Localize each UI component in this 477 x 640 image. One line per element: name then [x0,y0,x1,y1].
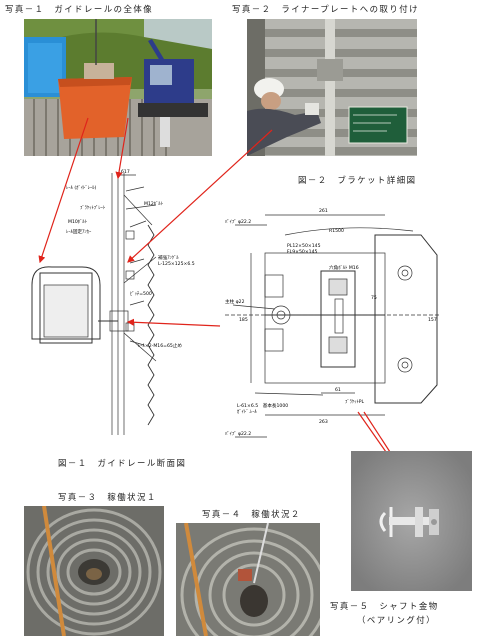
fig1-label-m10: M10ﾎﾞﾙﾄ [68,218,87,225]
fig1-label-reinforce: 補強ｱﾝｸﾞﾙ [158,254,179,261]
fig2-label-right-a: ﾌﾞﾗｹｯﾄPL [345,398,365,405]
fig2-label-left-top: ﾊﾟｲﾌﾟ φ22.2 [225,218,251,225]
photo1-guide-rail-overview [24,19,212,156]
photo2-caption: 写真－２ ライナープレートへの取り付け [232,4,419,14]
fig2-label-dim-61: 61 [335,387,341,393]
fig1-label-rail: ﾚｰﾙ (ｶﾞｲﾄﾞﾚｰﾙ) [66,184,97,191]
photo4-operation-2 [176,523,320,636]
photo5-caption-line2: （ベアリング付） [357,615,436,625]
arrow-fig2-to-fig1 [126,318,221,327]
fig2-label-dim-side: 75 [371,295,377,301]
fig2-label-plate-a: PL12×50×145 [287,243,321,249]
photo5-image [351,451,472,591]
fig2-label-r1500: R1500 [329,228,344,234]
photo1-image [24,19,212,156]
photo2-liner-plate-mount [247,19,417,156]
fig2-caption: 図－２ ブラケット詳細図 [298,175,417,185]
fig1-label-rail-fix: ﾚｰﾙ固定ｱﾝｶｰ [66,228,92,235]
fig2-label-bottom-a: L-61×6.5 基本長1000 [237,402,288,409]
fig1-label-m12: M12ﾎﾞﾙﾄ [144,200,163,207]
fig1-label-reinforce-size: L-125×125×6.5 [158,261,195,267]
photo3-operation-1 [24,506,164,636]
fig2-label-dim-bottom: 263 [319,419,328,425]
fig2-label-left-mid: 主柱 φ22 [225,298,245,305]
fig2-label-left-bottom: ﾊﾟｲﾌﾟ φ22.2 [225,430,251,437]
fig2-label-bottom-b: ｶﾞｲﾄﾞ.ﾚｰﾙ [237,408,258,415]
fig2-label-plate-b: FL9×50×145 [287,249,318,255]
photo4-image [176,523,320,636]
photo1-caption: 写真－１ ガイドレールの全体像 [5,4,154,14]
arrow-fig2-to-photo5-b [363,411,391,453]
arrow-photo1-to-fig1-rail [115,117,129,180]
fig1-guide-rail-section: 617 ﾚｰﾙ (ｶﾞｲﾄﾞﾚｰﾙ) ﾌﾞﾗｹｯﾄﾌﾟﾚｰﾄ M12ﾎﾞﾙﾄ M… [31,169,195,435]
fig2-label-dim-top: 261 [319,208,328,214]
fig1-label-bracket-plate: ﾌﾞﾗｹｯﾄﾌﾟﾚｰﾄ [80,204,105,211]
photo4-caption: 写真－４ 稼働状況２ [202,509,301,519]
photo3-image [24,506,164,636]
photo3-caption: 写真－３ 稼働状況１ [58,492,157,502]
photo2-image [247,19,417,156]
fig2-label-dim-h: 185 [239,317,248,323]
fig2-bracket-detail: 261 R1500 PL12×50×145 FL9×50×145 六角ﾎﾞﾙﾄ … [225,208,440,438]
arrow-photo1-to-fig1-left [38,117,89,264]
photo5-caption-line1: 写真－５ シャフト金物 [330,601,439,611]
fig1-label-top-dim: 617 [121,169,130,175]
arrow-fig2-to-photo5-a [357,411,387,453]
fig1-label-bottom-note: ﾚｰﾙ×2-M16=65止め [138,342,182,349]
fig1-caption: 図－１ ガイドレール断面図 [58,458,187,468]
fig1-label-pitch: ﾋﾟｯﾁ=500 [130,290,152,297]
photo5-shaft-fitting [351,451,472,591]
fig2-label-right-dim: 157 [428,317,437,323]
fig2-label-hex-bolt: 六角ﾎﾞﾙﾄ M16 [329,264,359,271]
arrow-photo2-to-fig1 [127,129,273,263]
